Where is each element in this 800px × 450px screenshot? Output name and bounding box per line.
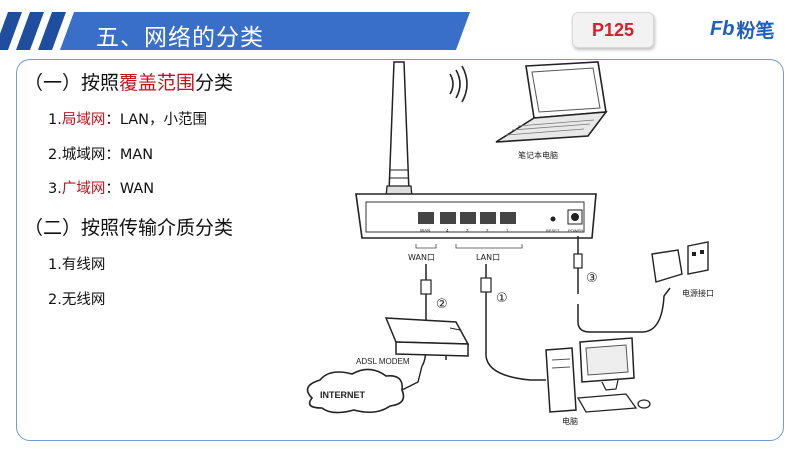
wireless-signal-icon [449,65,468,103]
lan-cable [485,264,546,381]
list-item-text: ：WAN [105,181,155,197]
router-port-label: 4 [446,228,449,233]
step-marker: ① [496,291,508,306]
wan-plug-icon [420,279,432,295]
section-heading-highlight: 覆盖范围 [119,72,196,94]
section-heading-coverage: （一）按照覆盖范围分类 [24,68,233,95]
step-marker: ② [436,297,448,312]
power-port-label: 电源接口 [682,288,714,298]
list-item: 2.城域网：MAN [48,143,153,164]
list-item: 1.局域网：LAN，小范围 [48,108,207,129]
section-heading-medium: （二）按照传输介质分类 [24,213,233,240]
section-heading-prefix: （二）按照传输介质分类 [24,217,234,239]
lan-port-label: LAN口 [476,253,500,262]
list-item-number: 1. [48,257,62,273]
list-item-text: 城域网：MAN [61,147,154,163]
list-item: 1.有线网 [48,253,105,274]
list-item-text: 无线网 [61,292,106,308]
brand-logo: Fb 粉笔 [710,16,774,43]
router-port-label: 3 [466,228,469,233]
list-item-number: 3. [48,181,62,197]
router-port-label: WAN [420,228,430,233]
list-item-number: 2. [48,292,62,308]
modem-icon [384,317,470,357]
title-bar-stripes-icon [0,12,470,50]
power-adapter-icon [651,241,709,283]
list-item: 3.广域网：WAN [48,177,154,198]
lan-plug-icon [480,277,492,293]
desktop-computer-icon [545,337,651,413]
internet-cloud-icon: INTERNET [306,368,405,414]
step-marker: ③ [586,271,598,286]
laptop-label: 笔记本电脑 [518,150,558,160]
list-item-highlight: 局域网 [61,112,106,128]
page-reference-badge: P125 [572,12,654,48]
page-title: 五、网络的分类 [96,25,264,51]
power-cable [577,287,671,333]
section-heading-prefix: （一）按照 [24,72,120,94]
router-port-label: 1 [506,228,509,233]
brand-name: 粉笔 [736,20,775,42]
router-port-label: RESET [546,228,560,233]
antenna-icon [384,61,414,209]
computer-label: 电脑 [562,416,578,426]
wan-port-label: WAN口 [408,253,435,262]
power-plug-icon [573,253,583,269]
list-item-text: 有线网 [61,257,106,273]
title-bar: 五、网络的分类 [0,12,470,51]
list-item-text: ：LAN，小范围 [105,112,208,128]
laptop-icon: 笔记本电脑 [495,61,608,160]
list-item-number: 1. [48,112,62,128]
brand-mark: Fb [710,18,735,40]
section-heading-suffix: 分类 [195,72,234,94]
modem-label: ADSL MODEM [356,357,410,366]
router-connection-diagram: 笔记本电脑 WAN 4 3 2 1 RESET POWER WAN口 LAN口 [306,61,714,426]
router-port-label: POWER [568,228,583,233]
list-item-highlight: 广域网 [61,181,106,197]
router-icon: WAN 4 3 2 1 RESET POWER [355,193,597,239]
internet-label: INTERNET [320,390,366,400]
router-port-label: 2 [486,228,489,233]
list-item: 2.无线网 [48,288,105,309]
list-item-number: 2. [48,147,62,163]
